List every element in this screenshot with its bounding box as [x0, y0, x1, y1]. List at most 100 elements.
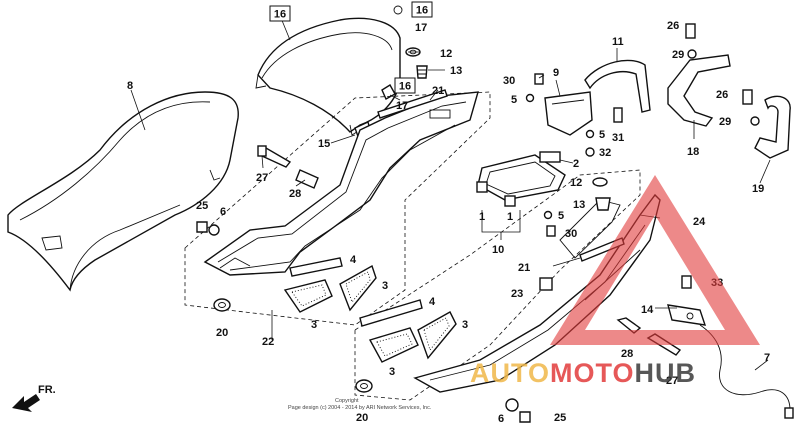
- callout-16a: 16: [269, 5, 291, 22]
- callout-5b: 5: [599, 129, 605, 141]
- callout-20a: 20: [216, 327, 228, 339]
- callout-31: 31: [612, 132, 624, 144]
- callout-20b: 20: [356, 412, 368, 424]
- callout-29b: 29: [719, 116, 731, 128]
- front-direction-indicator: FR.: [12, 384, 56, 412]
- callout-11: 11: [612, 36, 624, 48]
- assembly-outline-22: [184, 91, 491, 326]
- callout-13a: 13: [450, 65, 462, 77]
- callout-26b: 26: [716, 89, 728, 101]
- callout-27b: 27: [666, 375, 678, 387]
- rubber-13: [416, 65, 428, 79]
- watermark-part-1: AUTO: [470, 358, 550, 388]
- panel-3c: [368, 327, 419, 363]
- bolt-30b: [546, 225, 556, 237]
- callout-1a: 1: [479, 211, 485, 223]
- callout-16c: 16: [394, 77, 416, 94]
- bolt-28b: [616, 317, 642, 334]
- watermark-part-3: HUB: [635, 358, 697, 388]
- callout-32: 32: [599, 147, 611, 159]
- grommet-20a: [213, 298, 231, 312]
- assembly-outline-24: [354, 169, 641, 401]
- callout-17a: 17: [415, 22, 427, 34]
- watermark-text: AUTOMOTOHUB: [470, 358, 696, 388]
- seat-frame-22: [203, 91, 479, 276]
- callout-19: 19: [752, 183, 764, 195]
- callout-21b: 21: [518, 262, 530, 274]
- panel-3b: [339, 264, 377, 312]
- callout-14: 14: [641, 304, 654, 316]
- screw-25b: [519, 411, 531, 423]
- watermark-part-2: MOTO: [550, 358, 635, 388]
- front-arrow-icon: [12, 394, 40, 412]
- nut-32: [585, 147, 595, 157]
- callout-17b: 17: [396, 100, 408, 112]
- grab-rail-11: [584, 59, 651, 113]
- callout-3a: 3: [382, 280, 388, 292]
- seat-lock-14: [667, 304, 707, 326]
- bolt-33: [681, 275, 692, 289]
- washer-5c: [543, 210, 553, 220]
- callout-3c: 3: [462, 319, 468, 331]
- callout-8: 8: [127, 80, 133, 92]
- callout-3d: 3: [389, 366, 395, 378]
- callout-24: 24: [693, 216, 706, 228]
- screw-25a: [196, 221, 208, 233]
- callout-5c: 5: [558, 210, 564, 222]
- callout-27a: 27: [256, 172, 268, 184]
- rubber-strip-21a: [377, 89, 448, 119]
- callout-4b: 4: [429, 296, 436, 308]
- callout-23: 23: [511, 288, 523, 300]
- callout-3b: 3: [311, 319, 317, 331]
- box-9: [544, 91, 593, 136]
- rubber-13b: [595, 197, 611, 211]
- stay-19: [754, 95, 791, 159]
- callout-22: 22: [262, 336, 274, 348]
- callout-10: 10: [492, 244, 504, 256]
- washer-29b: [750, 116, 760, 126]
- direction-label: FR.: [38, 384, 56, 396]
- svg-text:16: 16: [274, 9, 286, 21]
- callout-12a: 12: [440, 48, 452, 60]
- callout-28a: 28: [289, 188, 301, 200]
- washer-5b: [585, 129, 595, 139]
- callout-30a: 30: [503, 75, 515, 87]
- collar-28a: [295, 169, 319, 189]
- callout-5a: 5: [511, 94, 517, 106]
- washer-29a: [687, 49, 697, 59]
- bolt-30a: [534, 73, 544, 85]
- rider-seat: [7, 91, 239, 292]
- callout-4a: 4: [350, 254, 357, 266]
- bracket-line-10: [481, 210, 521, 240]
- callout-21a: 21: [432, 85, 444, 97]
- callout-6a: 6: [220, 206, 226, 218]
- callout-30b: 30: [565, 228, 577, 240]
- callout-18: 18: [687, 146, 699, 158]
- callout-6b: 6: [498, 413, 504, 425]
- trim-4b: [359, 299, 423, 327]
- callout-9: 9: [553, 67, 559, 79]
- nut-6b: [505, 398, 519, 412]
- callout-13b: 13: [573, 199, 585, 211]
- copyright-line-1: Copyright: [335, 398, 359, 404]
- callout-12b: 12: [570, 177, 582, 189]
- bolt-26a: [685, 23, 696, 39]
- svg-text:16: 16: [416, 5, 428, 17]
- clip-1b: [504, 195, 516, 207]
- clip-1a: [476, 181, 488, 193]
- callout-26a: 26: [667, 20, 679, 32]
- watermark-triangle-icon: [550, 175, 760, 345]
- svg-text:16: 16: [399, 81, 411, 93]
- callout-28b: 28: [621, 348, 633, 360]
- bolt-26b: [742, 89, 753, 105]
- panel-3d: [417, 311, 457, 360]
- callout-16b: 16: [411, 1, 433, 18]
- watermark-logo: AUTOMOTOHUB: [470, 175, 760, 388]
- callout-29a: 29: [672, 49, 684, 61]
- stay-18: [667, 54, 731, 127]
- panel-3a: [283, 279, 333, 313]
- callout-2: 2: [573, 158, 579, 170]
- callout-7: 7: [764, 352, 770, 364]
- trim-4a: [289, 257, 343, 277]
